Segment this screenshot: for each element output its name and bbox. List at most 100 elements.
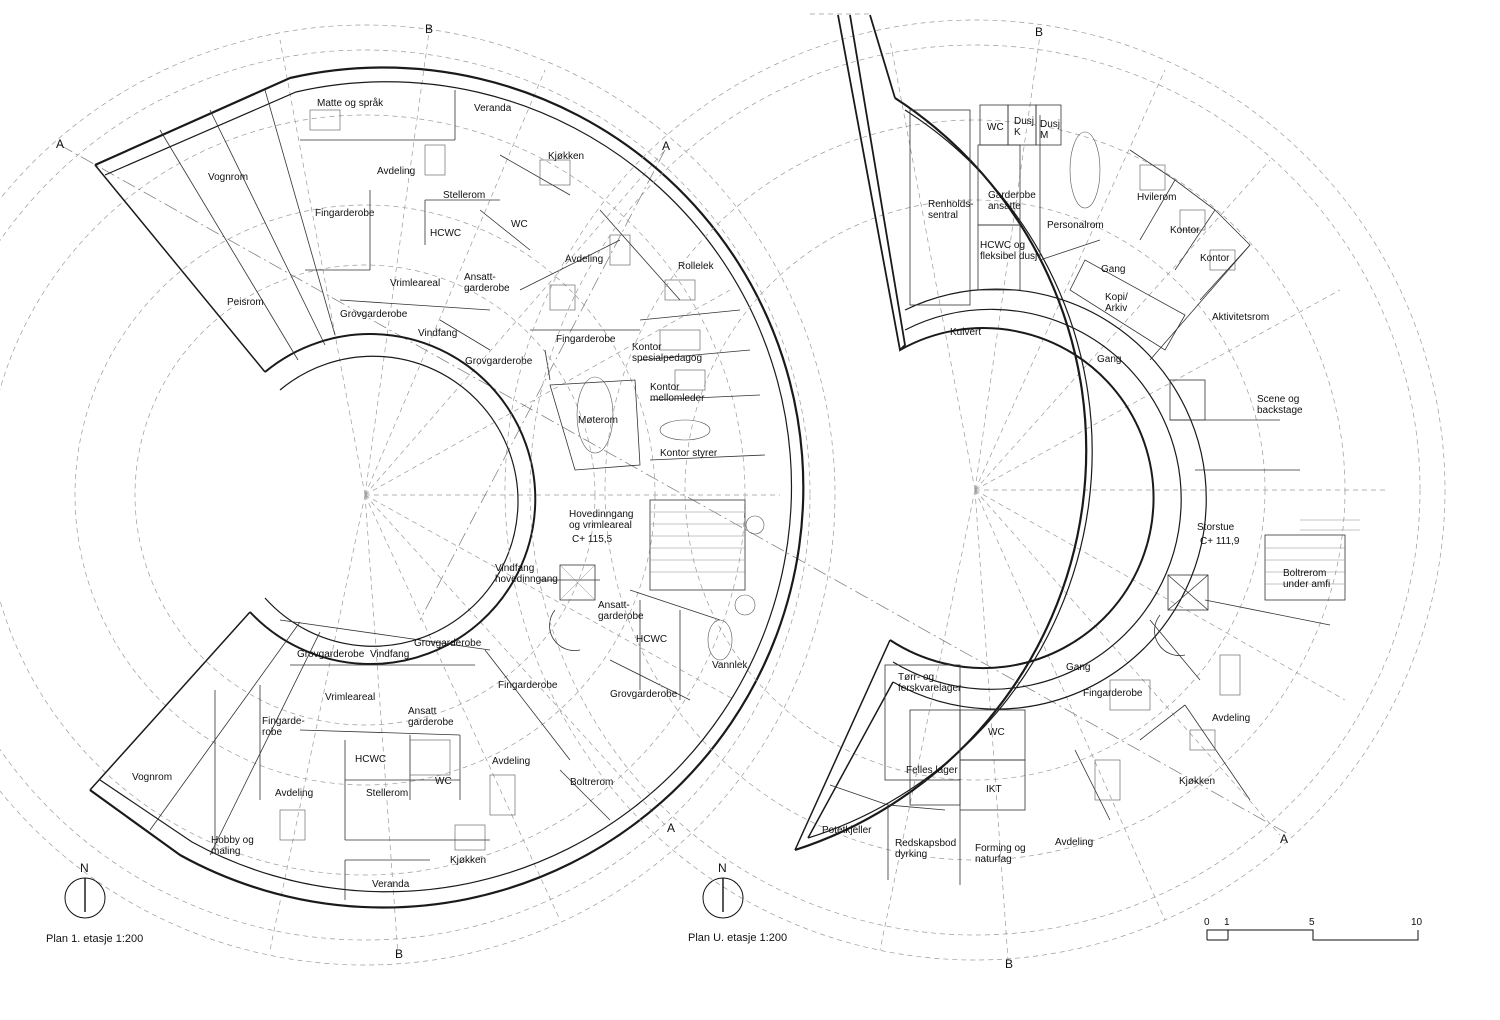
furniture-first: [279, 109, 733, 851]
room-label-fingarderobe-bottom-left: Fingarde-robe: [262, 716, 305, 738]
room-label-wc-u-bottom: WC: [988, 727, 1005, 738]
room-label-peisrom: Peisrom: [227, 297, 264, 308]
room-label-avdeling-u-bottom: Avdeling: [1055, 837, 1093, 848]
room-label-vannlek: Vannlek: [712, 660, 748, 671]
room-label-kontor-u-2: Kontor: [1200, 253, 1230, 264]
room-label-ansatt-garderobe-top: Ansatt-garderobe: [464, 272, 510, 294]
north-arrow-first: N: [64, 861, 106, 919]
room-label-kontor-u-1: Kontor: [1170, 225, 1200, 236]
room-label-veranda-top: Veranda: [474, 103, 512, 114]
room-label-grovgarderobe-top-right: Grovgarderobe: [465, 356, 533, 367]
room-label-kontor-styrer: Kontor styrer: [660, 448, 718, 459]
room-label-avdeling-bottom-left: Avdeling: [275, 788, 313, 799]
first-floor-plan: A A A B B Matte og språk Veranda Kjøkken…: [0, 22, 1291, 966]
room-label-wc-top: WC: [511, 219, 528, 230]
room-label-grovgarderobe-bottom-left: Grovgarderobe: [297, 649, 365, 660]
room-label-avdeling-top-left: Avdeling: [377, 166, 415, 177]
room-label-vrimleareal-bottom: Vrimleareal: [325, 692, 375, 703]
room-label-kulvert: Kulvert: [950, 327, 981, 338]
room-label-vindfang-bottom: Vindfang: [370, 649, 409, 660]
plan-title-u: Plan U. etasje 1:200: [688, 932, 787, 944]
scale-tick-5: 5: [1309, 917, 1315, 928]
room-label-felles-lager: Felles lager: [906, 765, 958, 776]
room-label-level-first: C+ 115,5: [572, 534, 613, 545]
room-label-fingarderobe-top: Fingarderobe: [315, 208, 375, 219]
room-label-ansatt-garderobe-mid: Ansatt-garderobe: [598, 600, 644, 622]
room-labels-first: Matte og språk Veranda Kjøkken Vognrom A…: [132, 97, 748, 890]
room-label-potetkjeller: Potetkjeller: [822, 825, 872, 836]
room-label-kjokken-top: Kjøkken: [548, 151, 584, 162]
room-label-hcwc-bottom: HCWC: [355, 754, 386, 765]
radial-grid-u: [879, 34, 1385, 961]
room-label-ikt: IKT: [986, 784, 1002, 795]
room-label-grovgarderobe-top-left: Grovgarderobe: [340, 309, 408, 320]
room-label-vognrom-top: Vognrom: [208, 172, 248, 183]
room-label-avdeling-u-right: Avdeling: [1212, 713, 1250, 724]
room-label-avdeling-top-right: Avdeling: [565, 254, 603, 265]
room-label-fingarderobe-u: Fingarderobe: [1083, 688, 1143, 699]
axis-a-top-right: A: [662, 139, 670, 153]
room-label-wc-bottom: WC: [435, 776, 452, 787]
room-label-personalrom: Personalrom: [1047, 220, 1104, 231]
partitions-u: [829, 104, 1346, 885]
furniture-u: [1094, 164, 1241, 801]
axis-b-bottom: B: [395, 947, 403, 961]
room-label-boltrerom-first: Boltrerom: [570, 777, 613, 788]
room-label-kjokken-u: Kjøkken: [1179, 776, 1215, 787]
room-label-stellerom-bottom: Stellerom: [366, 788, 408, 799]
stair-first: [549, 499, 746, 651]
room-label-wc-u-top: WC: [987, 122, 1004, 133]
room-label-gang-bottom: Gang: [1066, 662, 1090, 673]
room-label-level-u: C+ 111,9: [1200, 536, 1240, 547]
axis-a-lower-u: A: [1280, 832, 1288, 846]
room-label-moterom: Møterom: [578, 415, 618, 426]
room-label-matte-og-sprak: Matte og språk: [317, 97, 384, 109]
room-label-hcwc-top: HCWC: [430, 228, 461, 239]
room-label-avdeling-bottom-right: Avdeling: [492, 756, 530, 767]
stair-u: [1154, 519, 1360, 656]
room-label-aktivitetsrom: Aktivitetsrom: [1212, 312, 1269, 323]
room-label-fingarderobe-bottom-right: Fingarderobe: [498, 680, 558, 691]
room-label-kopi-arkiv: Kopi/Arkiv: [1105, 292, 1128, 314]
trees-first: [734, 515, 765, 616]
scale-tick-0: 0: [1204, 917, 1210, 928]
room-label-gang-mid: Gang: [1097, 354, 1121, 365]
scale-tick-1: 1: [1224, 917, 1230, 928]
room-label-veranda-bottom: Veranda: [372, 879, 410, 890]
axis-b-top-u: B: [1035, 25, 1043, 39]
personnel-table: [1069, 131, 1101, 209]
room-label-hvilerom: Hvilerom: [1137, 192, 1176, 203]
plan-title-first: Plan 1. etasje 1:200: [46, 933, 143, 945]
room-label-grovgarderobe-bottom: Grovgarderobe: [610, 689, 678, 700]
north-label-u: N: [718, 861, 727, 875]
room-label-rollelek: Rollelek: [678, 261, 715, 272]
north-label-first: N: [80, 861, 89, 875]
kulvert-tunnel: [810, 13, 906, 352]
axis-a-lower: A: [667, 821, 675, 835]
scale-bar: 0 1 5 10: [1204, 917, 1423, 941]
room-label-storstue: Storstue: [1197, 522, 1235, 533]
room-label-vindfang-top: Vindfang: [418, 328, 457, 339]
room-label-vrimleareal-top: Vrimleareal: [390, 278, 440, 289]
room-label-renholdssentral: Renholds-sentral: [928, 199, 974, 221]
north-arrow-u: N: [702, 861, 744, 919]
axis-b-top: B: [425, 22, 433, 36]
radial-grid-first: [269, 24, 780, 956]
room-label-vognrom-bottom: Vognrom: [132, 772, 172, 783]
